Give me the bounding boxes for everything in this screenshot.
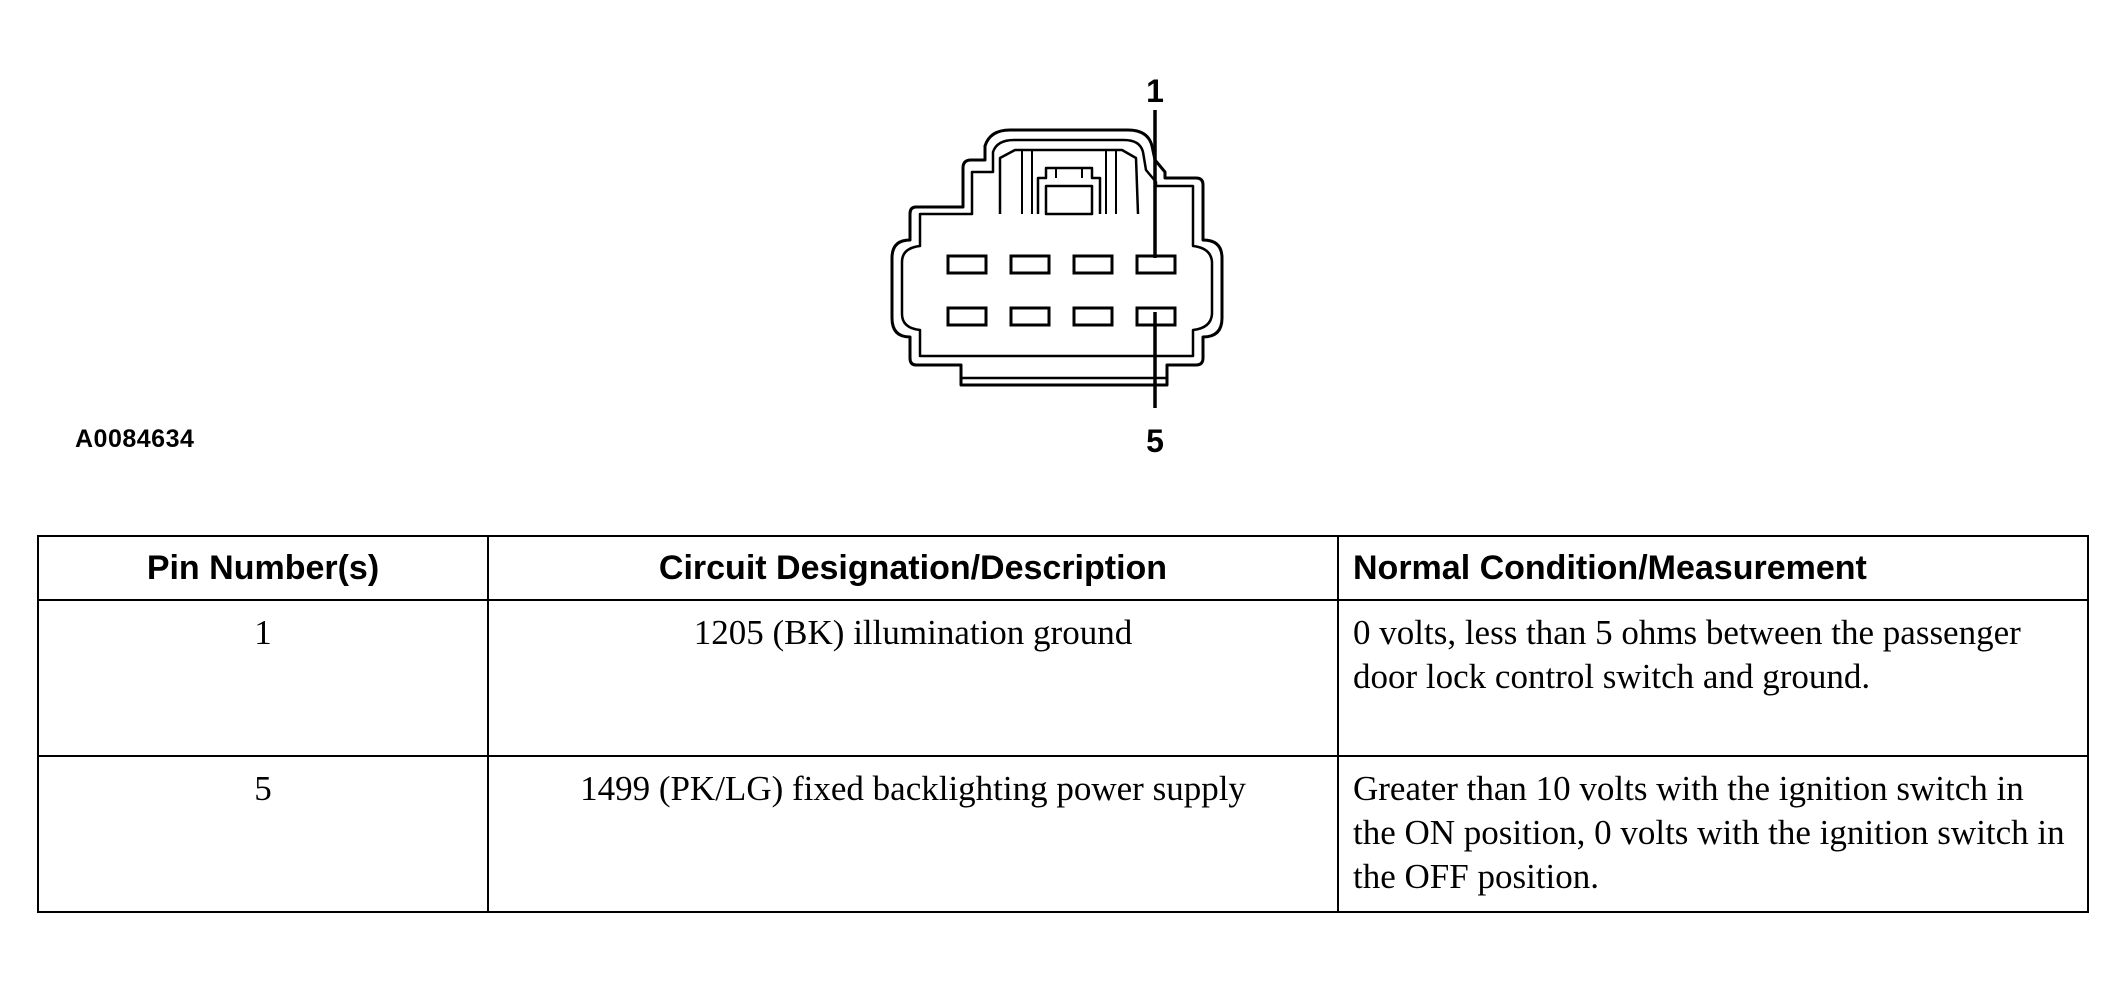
cell-circuit-description: 1205 (BK) illumination ground xyxy=(487,599,1339,757)
terminal-cavity xyxy=(1135,254,1177,275)
cell-pin-number: 5 xyxy=(37,755,489,913)
terminal-cavity xyxy=(1009,254,1051,275)
connector-body-outline xyxy=(890,128,1224,387)
terminal-cavity xyxy=(946,306,988,327)
table-row: 5 1499 (PK/LG) fixed backlighting power … xyxy=(37,755,2089,913)
latch-outline xyxy=(998,148,1140,215)
terminal-cavity xyxy=(1072,306,1114,327)
header-pin-number: Pin Number(s) xyxy=(37,535,489,601)
terminal-cavity xyxy=(1009,306,1051,327)
table-header-row: Pin Number(s) Circuit Designation/Descri… xyxy=(37,535,2089,601)
cell-circuit-description: 1499 (PK/LG) fixed backlighting power su… xyxy=(487,755,1339,913)
pin-table: Pin Number(s) Circuit Designation/Descri… xyxy=(37,535,2089,913)
connector-inner-outline xyxy=(900,138,1214,358)
connector-diagram: 1 5 xyxy=(890,73,1224,459)
callout-label-pin-1: 1 xyxy=(1146,73,1164,109)
cell-pin-number: 1 xyxy=(37,599,489,757)
terminal-cavity xyxy=(946,254,988,275)
connector-bottom-skirt xyxy=(959,365,1169,380)
callout-label-pin-5: 5 xyxy=(1146,423,1164,459)
table-row: 1 1205 (BK) illumination ground 0 volts,… xyxy=(37,599,2089,757)
terminal-cavity xyxy=(1072,254,1114,275)
header-circuit-designation: Circuit Designation/Description xyxy=(487,535,1339,601)
header-normal-condition: Normal Condition/Measurement xyxy=(1337,535,2089,601)
latch-tab xyxy=(1036,166,1102,214)
cell-measurement: 0 volts, less than 5 ohms between the pa… xyxy=(1337,599,2089,757)
figure-id: A0084634 xyxy=(75,425,195,453)
terminal-cavity xyxy=(1135,306,1177,327)
cell-measurement: Greater than 10 volts with the ignition … xyxy=(1337,755,2089,913)
